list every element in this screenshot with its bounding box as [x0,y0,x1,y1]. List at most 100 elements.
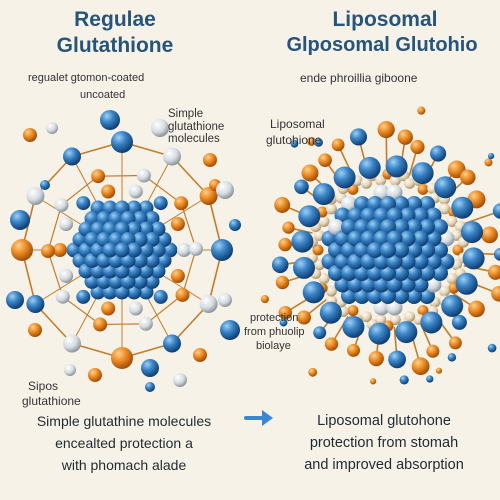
orange-atom [417,106,426,115]
blue-atom [114,242,130,258]
orange-atom [331,138,345,152]
orange-atom [411,357,430,376]
blue-atom [111,131,133,153]
orange-atom [324,337,339,351]
orange-atom [487,264,500,280]
right-title-line2: Glposomal Glutohio [286,34,478,56]
orange-atom [170,269,185,283]
orange-atom [278,305,293,320]
blue-atom [462,247,485,270]
orange-atom [193,348,207,362]
bond-line [180,202,197,250]
blue-atom [290,139,299,148]
blue-atom [153,289,168,304]
orange-atom [468,300,485,318]
orange-atom [111,347,133,369]
blue-atom [76,196,91,211]
blue-atom [6,291,24,309]
cream-atom [439,285,451,297]
white-atom [63,334,81,353]
blue-atom [220,320,240,340]
blue-atom [294,179,309,195]
blue-atom [411,162,434,185]
orange-atom [460,169,476,186]
white-atom [189,241,203,256]
arrow-right-icon [244,410,273,426]
left-label-bottom-line2: glutathione [22,394,81,408]
orange-atom [346,343,361,357]
blue-atom [426,375,434,383]
blue-atom [393,242,409,258]
white-atom [128,184,143,199]
orange-atom [369,378,377,385]
blue-atom [395,321,418,344]
orange-atom [170,217,185,231]
blue-atom [447,353,457,362]
cream-atom [325,285,337,297]
orange-atom [306,136,317,146]
right-caption-line2: protection from stomah [309,435,459,451]
blue-atom [314,138,323,147]
blue-atom [367,242,383,258]
orange-atom [23,128,37,142]
white-atom [55,289,70,304]
blue-atom [163,334,181,353]
orange-atom [484,158,493,167]
blue-atom [319,301,342,324]
blue-atom [153,196,168,211]
bond-line [181,248,197,296]
orange-atom [88,368,102,382]
orange-atom [203,153,217,167]
blue-atom [291,230,314,253]
orange-atom [275,275,290,290]
blue-atom [10,210,30,230]
orange-atom [282,221,295,234]
cream-atom [446,273,458,284]
orange-atom [296,310,312,325]
blue-atom [102,242,118,258]
left-molecule-cluster [6,110,241,392]
blue-atom [76,289,91,304]
orange-atom [368,350,384,367]
orange-atom [397,129,413,145]
cream-atom [446,216,458,227]
cream-atom [404,311,416,323]
blue-atom [455,272,478,295]
orange-atom [28,323,42,337]
cream-atom [375,174,387,186]
cream-atom [360,177,372,189]
orange-atom [452,244,464,256]
orange-atom [491,286,500,302]
orange-atom [278,237,292,252]
orange-atom [417,183,429,195]
blue-atom [441,294,464,317]
white-atom [64,364,76,376]
blue-atom [293,256,315,279]
left-label-simple: Simple glutathione molecules [168,108,225,146]
blue-atom [40,180,50,190]
blue-atom [312,183,335,206]
right-label-lipo-line1: Liposomal [270,117,325,131]
blue-atom [279,318,288,327]
blue-atom [349,128,368,146]
cream-atom [375,314,387,326]
white-atom [199,295,218,313]
bond-line [145,294,184,325]
bond-line [60,175,99,206]
blue-atom [388,350,406,369]
blue-atom [385,155,408,178]
orange-atom [41,244,55,259]
orange-atom [377,121,395,139]
orange-atom [347,305,359,317]
left-subtitle-line2: uncoated [80,89,126,101]
blue-atom [211,239,233,261]
left-title-line2: Glutathione [56,34,174,57]
blue-atom [451,314,467,330]
orange-atom [11,239,33,261]
white-atom [138,316,153,331]
bond-line [47,204,63,252]
right-caption-line1: Liposomal glutohone [317,413,451,429]
orange-atom [199,187,218,205]
orange-atom [435,367,443,374]
